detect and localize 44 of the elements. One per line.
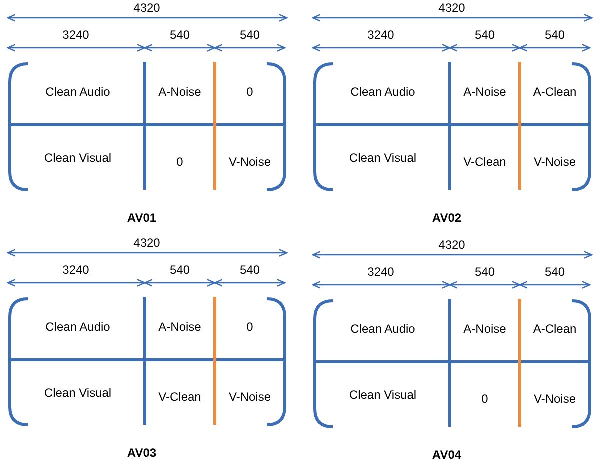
cell-text: Clean Visual [349,151,417,165]
cell-text: Clean Audio [46,85,110,99]
dimension-label: 3240 [368,28,394,42]
cell-text: 0 [246,85,254,99]
dimension-label: 540 [240,28,260,42]
panel-title: AV01 [127,211,157,225]
cell-text: A-Noise [464,85,506,99]
dimension-label: 4320 [134,1,160,15]
cell-text: 0 [176,155,184,169]
cell-text: V-Noise [228,155,272,169]
cell-text: A-Clean [533,322,577,336]
dimension-label: 4320 [438,1,466,15]
dimension-label: 540 [544,265,566,279]
cell-text: V-Noise [534,392,576,406]
dimension-label: 3240 [62,28,90,42]
dimension-label: 3240 [368,265,394,279]
panel-title: AV04 [432,448,462,462]
cell-text: A-Noise [158,320,202,334]
dimension-label: 540 [544,28,566,42]
dimension-label: 540 [170,263,190,277]
dimension-label: 540 [474,28,496,42]
cell-text: A-Noise [464,322,506,336]
cell-text: Clean Audio [46,320,110,334]
cell-text: Clean Visual [44,386,112,400]
cell-text: 0 [482,392,488,406]
dimension-label: 3240 [62,263,90,277]
cell-text: Clean Audio [350,322,416,336]
cell-text: Clean Visual [44,151,112,165]
cell-text: A-Clean [533,85,577,99]
cell-text: V-Noise [228,390,272,404]
panel-title: AV02 [432,211,462,225]
panel-title: AV03 [127,446,157,460]
cell-text: V-Clean [464,155,506,169]
cell-text: A-Noise [158,85,202,99]
dimension-label: 4320 [134,236,160,250]
cell-text: 0 [246,320,254,334]
dimension-label: 540 [240,263,260,277]
cell-text: Clean Audio [350,85,416,99]
cell-text: Clean Visual [349,388,417,402]
dimension-label: 540 [474,265,496,279]
cell-text: V-Noise [534,155,576,169]
dimension-label: 540 [170,28,190,42]
dimension-label: 4320 [438,238,466,252]
cell-text: V-Clean [158,390,202,404]
